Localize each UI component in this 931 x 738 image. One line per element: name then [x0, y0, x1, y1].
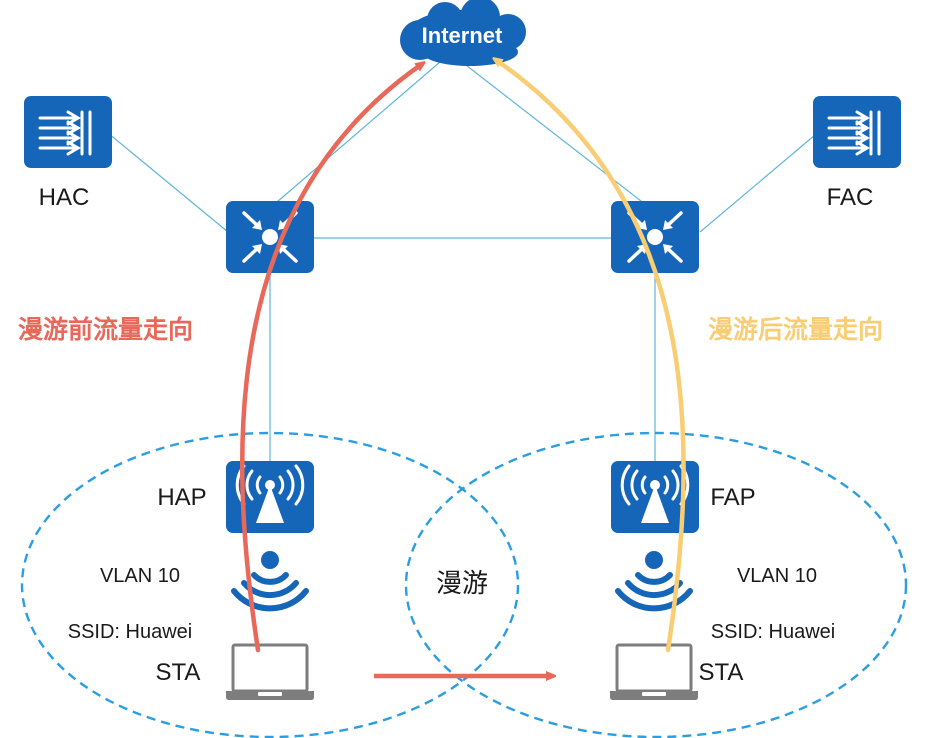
home-ssid-label: SSID: Huawei — [68, 621, 193, 643]
flow-after-label: 漫游后流量走向 — [708, 315, 883, 344]
foreign-cell-coverage — [404, 431, 908, 738]
foreign-sta-label: STA — [699, 659, 744, 686]
flow-after-arrow — [496, 60, 686, 653]
foreign-switch — [611, 201, 699, 273]
foreign-ssid-label: SSID: Huawei — [711, 621, 836, 643]
link-cloud-home-switch — [269, 61, 441, 209]
fac-device — [813, 96, 901, 168]
ac-controller-icon — [38, 110, 92, 156]
internet-cloud: Internet — [400, 0, 526, 66]
roaming-overlap-label: 漫游 — [436, 569, 488, 599]
link-cloud-foreign-switch — [461, 61, 651, 209]
home-vlan-label: VLAN 10 — [100, 565, 180, 587]
hap-label: HAP — [157, 484, 206, 511]
link-fac-foreign-switch — [699, 134, 816, 233]
home-switch — [226, 201, 314, 273]
hac-device — [24, 96, 112, 168]
switch-icon — [242, 211, 298, 263]
fac-label: FAC — [827, 184, 874, 211]
fap-label: FAP — [710, 484, 755, 511]
hap-device — [226, 461, 314, 533]
flow-before-label: 漫游前流量走向 — [18, 315, 193, 344]
foreign-laptop-icon — [610, 643, 698, 700]
flow-before-arrow — [239, 64, 422, 653]
home-laptop-icon — [226, 643, 314, 700]
hac-label: HAC — [39, 184, 90, 211]
link-hac-home-switch — [107, 132, 229, 233]
network-links — [107, 61, 816, 462]
wifi-signal-icon — [615, 551, 693, 612]
ac-controller-icon — [827, 110, 881, 156]
switch-icon — [627, 211, 683, 263]
home-cell-coverage — [20, 431, 520, 738]
internet-label: Internet — [422, 23, 503, 48]
foreign-vlan-label: VLAN 10 — [737, 565, 817, 587]
home-sta-label: STA — [156, 659, 201, 686]
